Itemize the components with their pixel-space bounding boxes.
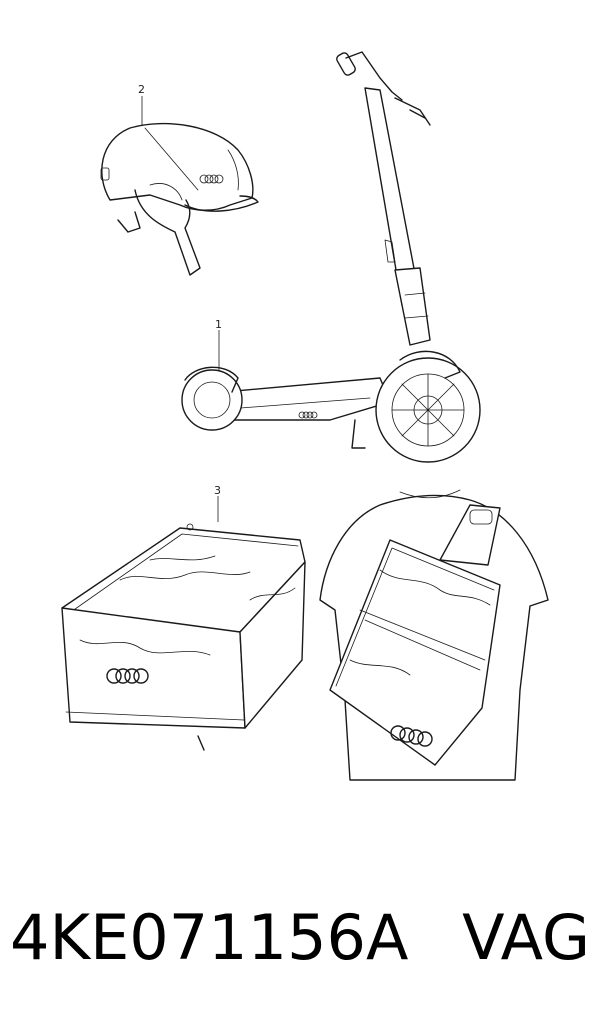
storage-bag-illustration: 3 (61, 484, 306, 751)
helmet-illustration: 2 (100, 83, 259, 276)
brand-name: VAG (462, 901, 590, 974)
callout-1: 1 (215, 318, 222, 331)
audi-rings-logo (106, 668, 149, 684)
part-number-caption: 4KE071156A VAG (10, 898, 590, 978)
callout-3: 3 (214, 484, 221, 497)
audi-rings-logo (199, 174, 224, 184)
audi-rings-logo (298, 411, 318, 419)
audi-rings-logo (390, 725, 433, 747)
sling-bag-illustration: 4 (319, 489, 549, 781)
parts-diagram: 2 1 (61, 51, 549, 781)
e-scooter-illustration: 1 (181, 51, 481, 463)
part-number: 4KE071156A (10, 901, 409, 974)
callout-2: 2 (138, 83, 145, 96)
